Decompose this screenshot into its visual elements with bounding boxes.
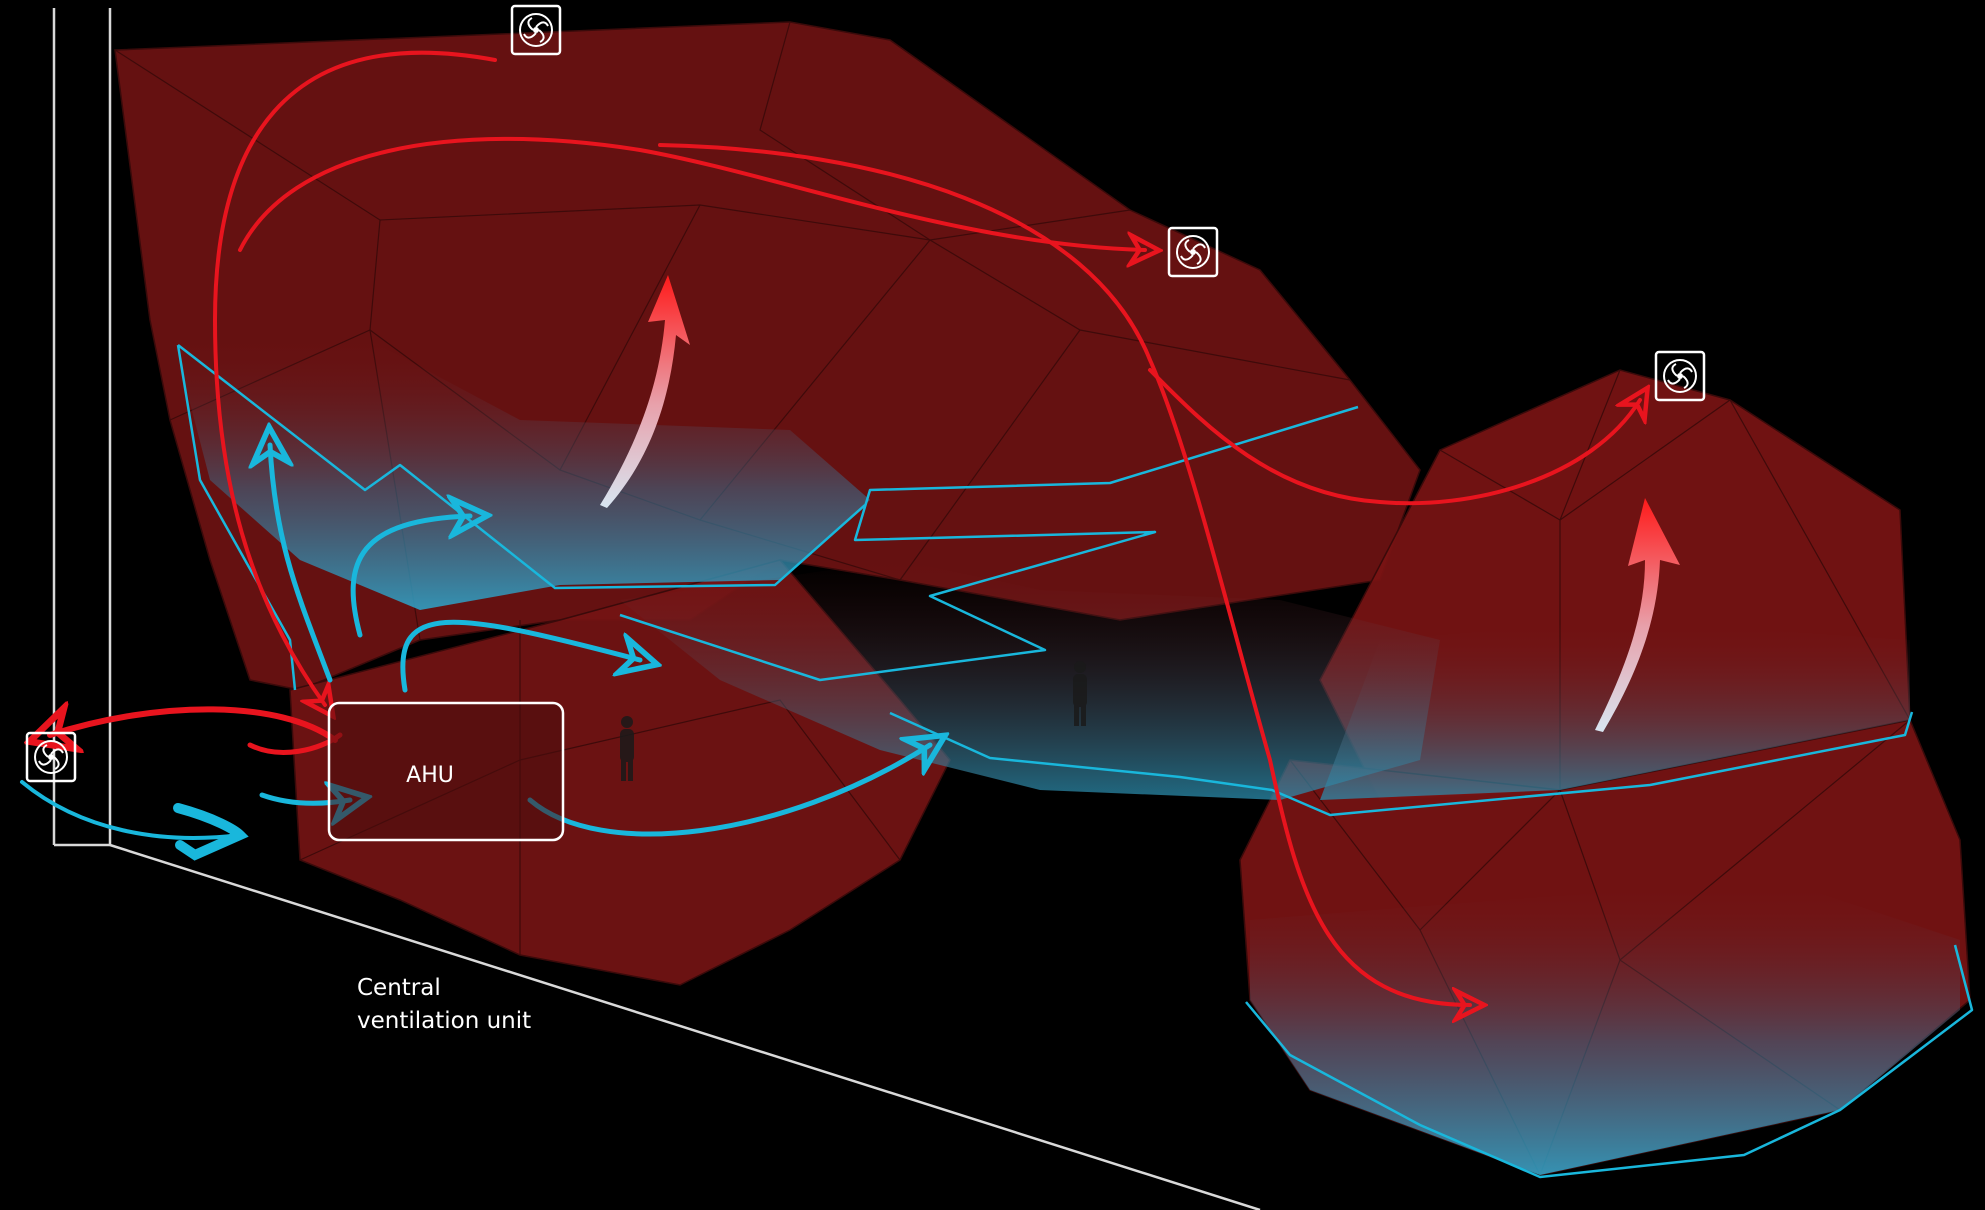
supply-air-flows (20, 445, 930, 861)
person-silhouettes (620, 661, 1087, 781)
exhaust-air-flows (50, 50, 1640, 1005)
exhaust-flow-mid-loop (238, 136, 1145, 250)
ahu-unit: AHU (327, 701, 565, 842)
ahu-box (327, 701, 565, 842)
caption-line-1: Central (357, 975, 441, 1001)
rising-arrow-right (1595, 498, 1680, 732)
fans (25, 4, 1706, 783)
cool-zone-lower (1250, 880, 1960, 1175)
person-silhouette-icon (1073, 661, 1087, 726)
floor-slab-outlines (176, 344, 1974, 1179)
ahu-label: AHU (406, 763, 454, 788)
rising-arrow-center (600, 275, 690, 508)
supply-flow-intake (20, 780, 242, 840)
fan-icon (510, 4, 562, 56)
fan-icon (1167, 226, 1219, 278)
person-silhouette-icon (620, 716, 634, 781)
exhaust-flow-right-pod (1148, 368, 1640, 506)
cool-zone-upper (175, 340, 870, 610)
rising-air-arrows (600, 275, 1680, 732)
supply-flow-lower (527, 745, 930, 837)
exhaust-flow-top-loop (212, 50, 497, 705)
fan-icon (25, 731, 77, 783)
exhaust-flow-ahu-out (50, 709, 338, 740)
slab-outline-middle (619, 405, 1359, 682)
central-ventilation-caption: Central ventilation unit (357, 972, 531, 1038)
exhaust-flow-long-return (658, 143, 1470, 1005)
supply-flow-up-left (270, 445, 333, 683)
slab-outline-lower (889, 711, 1914, 817)
supply-flow-right (400, 619, 640, 693)
fan-icon (1654, 350, 1706, 402)
supply-flow-up-mid (350, 516, 470, 638)
slab-outline-bottom (1245, 944, 1974, 1179)
ground-line (109, 843, 1261, 1210)
cool-zone-middle (620, 560, 1440, 800)
building-volume (114, 21, 1971, 1177)
supply-flow-intake-thick (173, 803, 249, 861)
caption-line-2: ventilation unit (357, 1008, 532, 1034)
